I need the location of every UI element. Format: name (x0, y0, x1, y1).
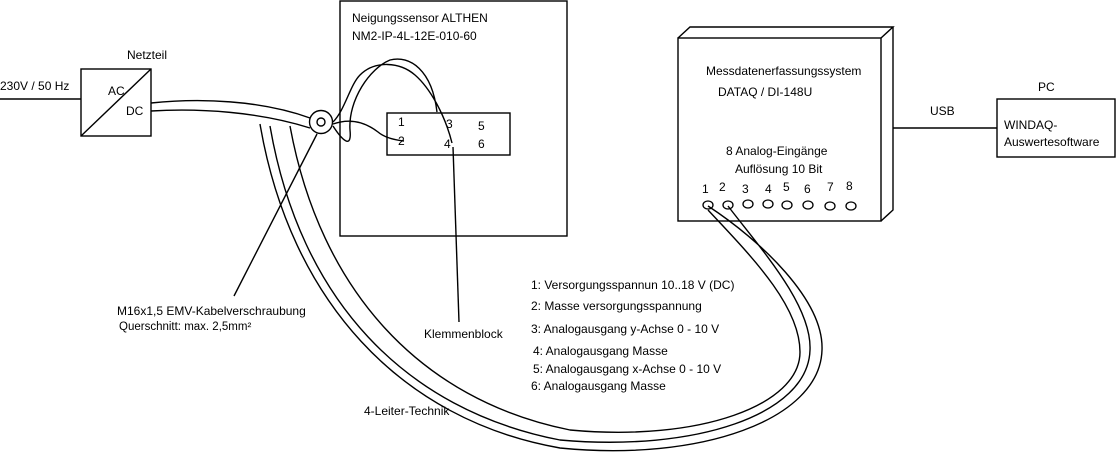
daq-inputs: 8 Analog-Eingänge (726, 144, 828, 158)
input-jack-6[interactable] (802, 200, 814, 210)
power-supply-diagonal (80, 68, 152, 137)
pin-legend-1: 1: Versorgungsspannun 10..18 V (DC) (531, 278, 735, 292)
power-supply-title: Netzteil (127, 48, 168, 62)
pin-legend-4: 4: Analogausgang Masse (533, 344, 668, 358)
cable-label: 4-Leiter-Technik (364, 404, 450, 418)
channel-5: 5 (783, 180, 790, 194)
daq-input-jacks (702, 199, 857, 211)
channel-3: 3 (742, 182, 749, 196)
pc-title: PC (1038, 80, 1055, 94)
channel-6: 6 (804, 182, 811, 196)
terminal-block-label: Klemmenblock (424, 327, 503, 341)
channel-7: 7 (827, 180, 834, 194)
ac-label: AC (108, 84, 125, 98)
terminal-1: 1 (398, 115, 405, 129)
channel-2: 2 (719, 180, 726, 194)
terminal-5: 5 (478, 119, 485, 133)
sensor-title: Neigungssensor ALTHEN (352, 11, 488, 25)
gland-label: M16x1,5 EMV-Kabelverschraubung (117, 304, 306, 318)
gland-leader-line (233, 133, 318, 297)
terminal-block-leader (452, 146, 460, 323)
dc-label: DC (126, 104, 144, 118)
channel-8: 8 (846, 179, 853, 193)
channel-1: 1 (702, 182, 709, 196)
daq-box-top (677, 26, 895, 39)
input-jack-5[interactable] (781, 200, 793, 210)
four-wire-cable (259, 123, 823, 452)
usb-label: USB (930, 104, 955, 118)
terminal-4: 4 (444, 137, 451, 151)
pc-software-line1: WINDAQ- (1004, 118, 1058, 132)
dc-cable (150, 99, 311, 129)
daq-model: DATAQ / DI-148U (718, 85, 813, 99)
mains-input-label: 230V / 50 Hz (0, 79, 70, 93)
input-jack-3[interactable] (742, 199, 754, 209)
input-jack-8[interactable] (845, 201, 857, 211)
pin-legend-6: 6: Analogausgang Masse (531, 379, 666, 393)
terminal-2: 2 (398, 134, 405, 148)
channel-4: 4 (765, 182, 772, 196)
pin-legend-2: 2: Masse versorgungsspannung (531, 299, 702, 313)
gland-cross-section: Querschnitt: max. 2,5mm² (119, 321, 252, 333)
sensor-model: NM2-IP-4L-12E-010-60 (352, 29, 477, 43)
terminal-block (386, 112, 511, 156)
input-jack-7[interactable] (824, 201, 836, 211)
sensor-wires (332, 58, 453, 144)
input-jack-1[interactable] (702, 200, 714, 210)
pc-box (996, 98, 1116, 158)
daq-box-side (880, 27, 894, 222)
daq-box (677, 37, 882, 222)
terminal-6: 6 (478, 137, 485, 151)
sensor-housing (339, 0, 568, 237)
pc-software-line2: Auswertesoftware (1004, 135, 1100, 149)
input-jack-4[interactable] (762, 199, 774, 209)
cable-gland (308, 109, 334, 135)
cable-gland-inner (316, 117, 326, 127)
pin-legend-3: 3: Analogausgang y-Achse 0 - 10 V (531, 322, 720, 336)
input-jack-2[interactable] (722, 200, 734, 210)
daq-title: Messdatenerfassungssystem (706, 64, 862, 78)
terminal-3: 3 (446, 117, 453, 131)
pin-legend-5: 5: Analogausgang x-Achse 0 - 10 V (533, 362, 722, 376)
daq-resolution: Auflösung 10 Bit (735, 162, 823, 176)
